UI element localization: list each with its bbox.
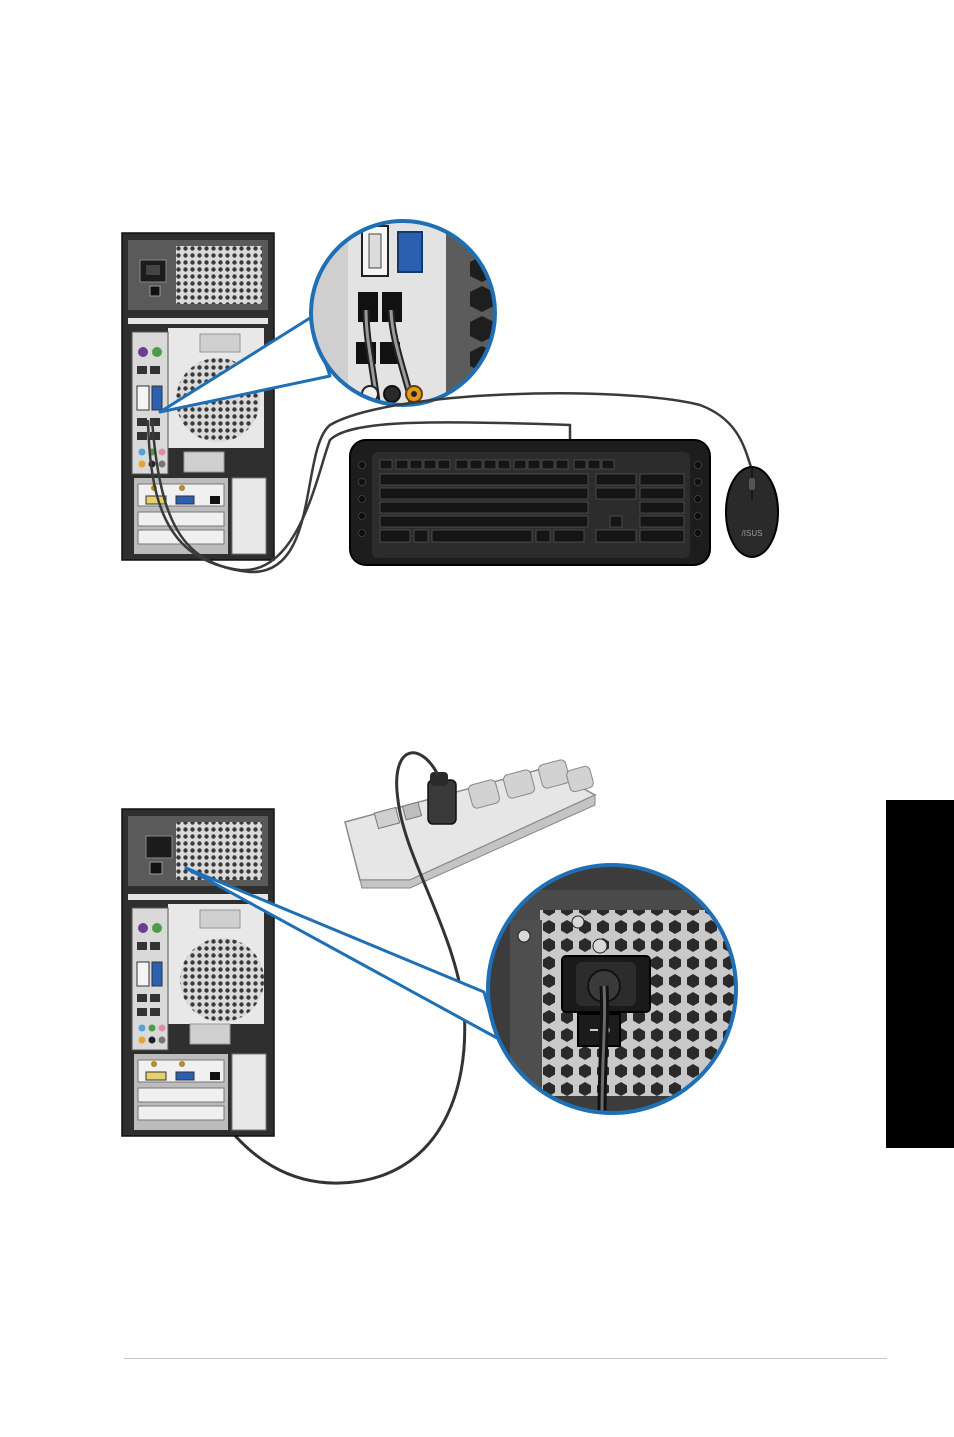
keyboard-mouse-illustration: /ISUS <box>0 0 954 640</box>
power-cord-illustration <box>0 700 954 1260</box>
figure-power-cord <box>0 700 954 1260</box>
usb-port-zoom-callout <box>300 215 510 415</box>
power-socket-zoom-callout <box>486 865 738 1115</box>
mouse-brand-logo: /ISUS <box>742 529 763 538</box>
power-strip-icon <box>345 759 595 888</box>
chapter-side-tab <box>886 800 954 1148</box>
figure-keyboard-mouse: /ISUS <box>0 0 954 640</box>
desktop-tower-icon <box>122 809 274 1136</box>
mouse-icon: /ISUS <box>726 467 778 557</box>
footer-divider <box>124 1358 887 1359</box>
keyboard-icon <box>350 440 710 565</box>
